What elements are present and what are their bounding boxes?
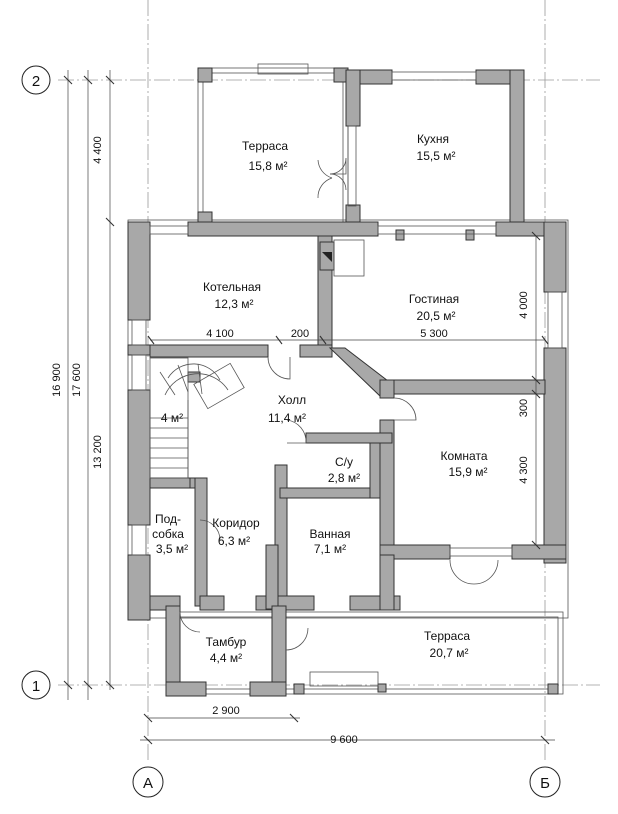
dim-4300: 4 300 bbox=[518, 456, 530, 484]
room-name-terrace-top: Терраса bbox=[242, 139, 288, 153]
room-name-kitchen: Кухня bbox=[417, 132, 449, 146]
fireplace-fixture bbox=[322, 239, 365, 277]
windows bbox=[131, 63, 563, 687]
interior-dimensions: 4 100 200 5 300 4 000 300 4 300 bbox=[147, 231, 549, 550]
dim-17600: 17 600 bbox=[71, 363, 83, 397]
axis-marker-a: А bbox=[143, 775, 153, 792]
dim-4100: 4 100 bbox=[206, 328, 234, 340]
axis-marker-b: Б bbox=[540, 775, 550, 792]
axis-marker-1: 1 bbox=[32, 678, 40, 695]
room-area-bathroom: 7,1 м² bbox=[314, 542, 346, 556]
dim-13200: 13 200 bbox=[92, 435, 104, 469]
dim-200: 200 bbox=[291, 328, 309, 340]
room-area-storage: 3,5 м² bbox=[156, 542, 188, 556]
exterior-bottom-dimensions: 2 900 9 600 bbox=[140, 705, 555, 746]
room-name-hall: Холл bbox=[278, 393, 306, 407]
room-area-vestibule: 4,4 м² bbox=[210, 651, 242, 665]
room-area-terrace-top: 15,8 м² bbox=[249, 159, 288, 173]
room-name-room: Комната bbox=[441, 449, 488, 463]
room-name-vestibule: Тамбур bbox=[206, 635, 247, 649]
room-name-storage-2: собка bbox=[152, 527, 184, 541]
room-area-room: 15,9 м² bbox=[449, 465, 488, 479]
dim-300: 300 bbox=[518, 399, 530, 417]
dim-16900: 16 900 bbox=[51, 363, 63, 397]
room-area-corridor: 6,3 м² bbox=[218, 534, 250, 548]
dim-9600: 9 600 bbox=[330, 734, 358, 746]
axis-markers: 2 1 А Б bbox=[21, 65, 561, 798]
room-name-boiler: Котельная bbox=[203, 280, 261, 294]
room-area-living: 20,5 м² bbox=[417, 309, 456, 323]
room-name-storage-1: Под- bbox=[155, 512, 181, 526]
room-area-hall: 11,4 м² bbox=[268, 411, 306, 425]
room-labels: Терраса 15,8 м² Кухня 15,5 м² Котельная … bbox=[152, 132, 488, 665]
room-area-terrace-bottom: 20,7 м² bbox=[430, 646, 469, 660]
room-name-living: Гостиная bbox=[409, 292, 459, 306]
exterior-left-dimensions: 4 400 13 200 17 600 16 900 bbox=[51, 70, 115, 700]
room-area-wc: 2,8 м² bbox=[328, 471, 360, 485]
staircase bbox=[149, 357, 245, 479]
dim-4000: 4 000 bbox=[518, 291, 530, 319]
axis-marker-2: 2 bbox=[32, 73, 40, 90]
dim-5300: 5 300 bbox=[420, 328, 448, 340]
walls bbox=[127, 67, 567, 697]
dim-2900: 2 900 bbox=[212, 705, 240, 717]
room-area-boiler: 12,3 м² bbox=[215, 297, 254, 311]
room-name-bathroom: Ванная bbox=[309, 527, 350, 541]
room-name-corridor: Коридор bbox=[212, 516, 260, 530]
doors bbox=[179, 157, 499, 651]
room-name-terrace-bottom: Терраса bbox=[424, 629, 470, 643]
dim-4400: 4 400 bbox=[92, 136, 104, 164]
room-area-stair: 4 м² bbox=[161, 411, 183, 425]
room-area-kitchen: 15,5 м² bbox=[417, 149, 456, 163]
room-name-wc: С/у bbox=[335, 455, 353, 469]
